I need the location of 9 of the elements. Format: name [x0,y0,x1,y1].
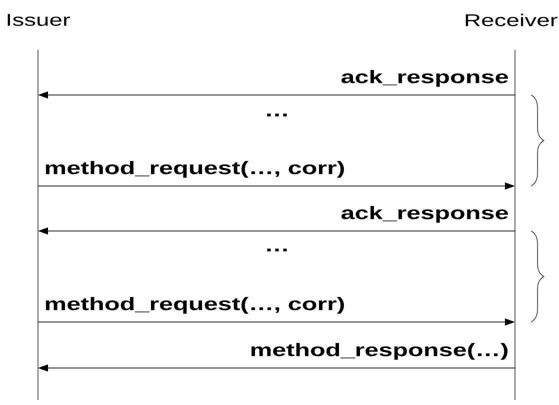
message-label: ack_response [341,70,508,87]
ellipsis: … [267,114,287,116]
message-label: method_request(…, corr) [46,297,344,314]
ellipsis: … [267,248,287,252]
message-label: method_request(…, corr) [46,161,344,178]
message-label: ack_response [341,206,508,223]
message-label: method_response(…) [251,343,508,360]
lifeline-header: Issuer [8,14,70,26]
lifeline-header: Receiver [466,14,558,26]
